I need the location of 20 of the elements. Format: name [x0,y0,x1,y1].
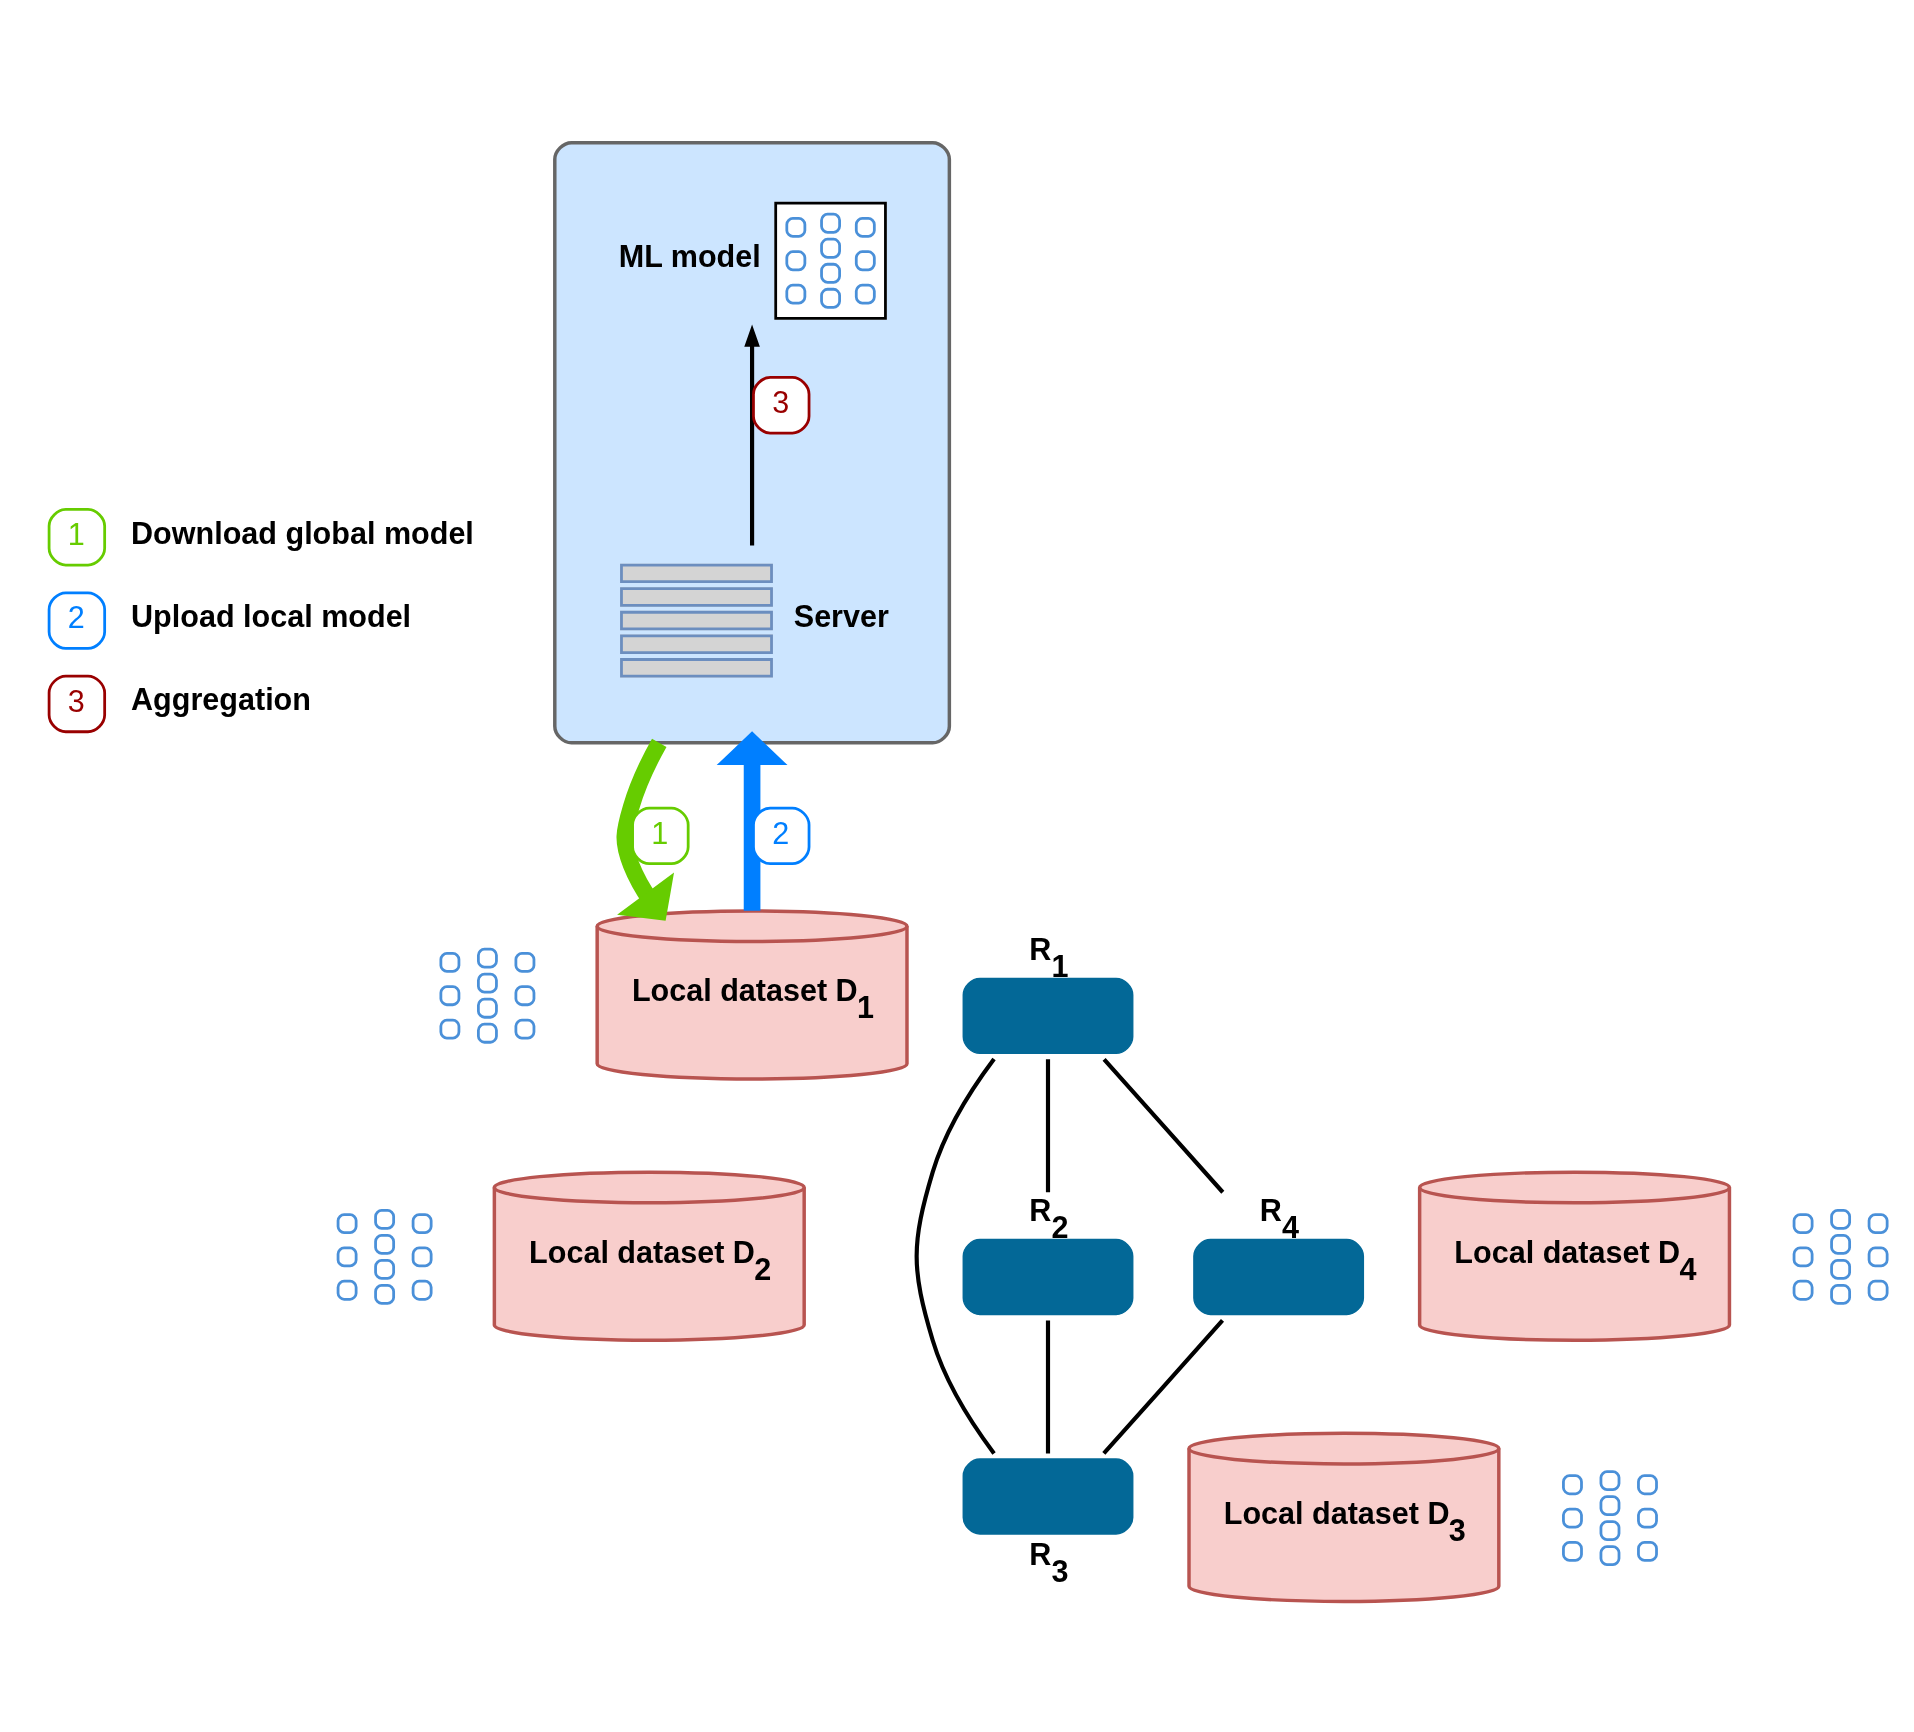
arrow [716,730,788,911]
edge-label: 2 [772,815,790,850]
connector [1045,1058,1051,1192]
label: 3 [67,683,85,718]
connector [914,1057,996,1455]
node-label: Server [793,598,889,633]
legend-label: Download global model [131,515,474,550]
edge-label: 3 [772,384,790,419]
connector [1102,1057,1225,1194]
edge-label: 1 [651,815,669,850]
label: 1 [67,516,85,551]
connector [1102,1318,1225,1455]
arrow [616,738,675,921]
connector [1045,1319,1051,1453]
node-label: ML model [618,238,761,273]
label: 2 [67,599,85,634]
arrow [744,324,760,545]
cluster [553,140,952,745]
legend-label: Upload local model [131,598,412,633]
legend-label: Aggregation [131,681,311,716]
